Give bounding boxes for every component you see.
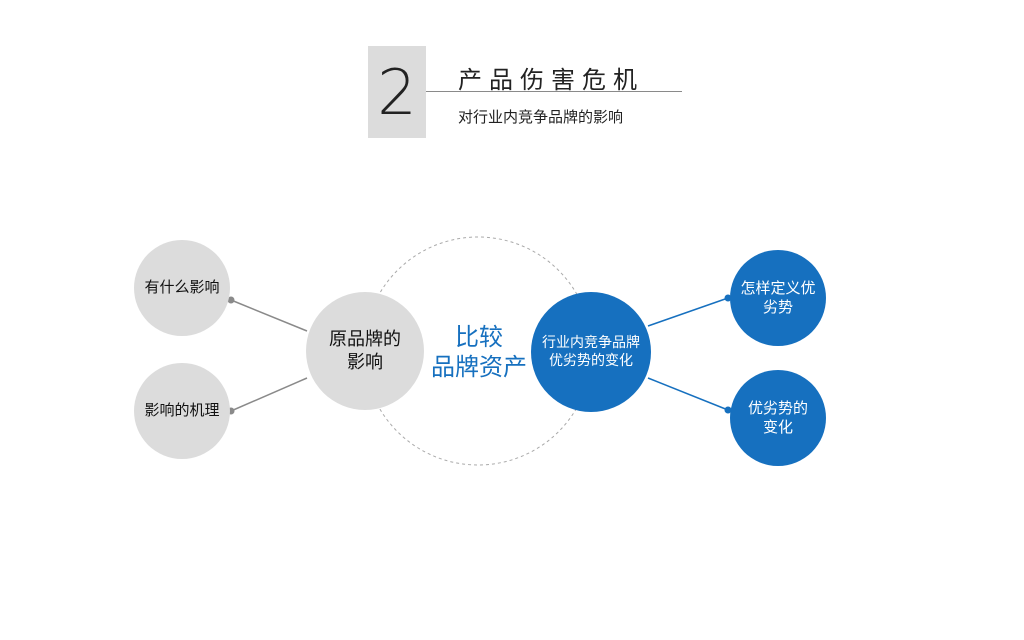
connector-right-bottom: [647, 377, 729, 411]
node-original-brand-line1: 原品牌的: [329, 328, 401, 350]
comparison-label: 比较 品牌资产: [420, 322, 538, 382]
node-competitor-change-line2: 优劣势的变化: [549, 353, 633, 369]
node-competitor-change-line1: 行业内竞争品牌: [542, 334, 640, 351]
node-advantage-change-line2: 变化: [762, 418, 793, 436]
node-original-brand-line2: 影响: [347, 352, 383, 373]
connector-dot-left-top: [227, 296, 235, 304]
node-define-advantage: 怎样定义优 劣势: [730, 250, 826, 346]
title-divider: [426, 91, 682, 92]
connector-left-bottom: [230, 377, 308, 412]
connector-dot-right-top: [724, 294, 732, 302]
node-what-impact: 有什么影响: [134, 240, 230, 336]
node-impact-mechanism: 影响的机理: [134, 363, 230, 459]
node-define-advantage-line1: 怎样定义优: [740, 278, 816, 297]
node-define-advantage-line2: 劣势: [762, 298, 793, 316]
section-number: 2: [368, 46, 426, 138]
connector-right-top: [647, 297, 729, 327]
node-advantage-change-line1: 优劣势的: [747, 398, 808, 417]
node-original-brand-impact: 原品牌的 影响: [306, 292, 424, 410]
comparison-label-line1: 比较: [455, 323, 503, 351]
node-advantage-change: 优劣势的 变化: [730, 370, 826, 466]
connector-left-top: [230, 299, 308, 332]
connector-dot-right-bottom: [724, 406, 732, 414]
section-subtitle: 对行业内竞争品牌的影响: [458, 108, 624, 126]
node-competitor-change: 行业内竞争品牌 优劣势的变化: [531, 292, 651, 412]
node-what-impact-label: 有什么影响: [144, 278, 220, 297]
comparison-label-line2: 品牌资产: [431, 353, 527, 381]
node-impact-mechanism-label: 影响的机理: [144, 401, 220, 420]
section-title: 产品伤害危机: [458, 66, 644, 94]
